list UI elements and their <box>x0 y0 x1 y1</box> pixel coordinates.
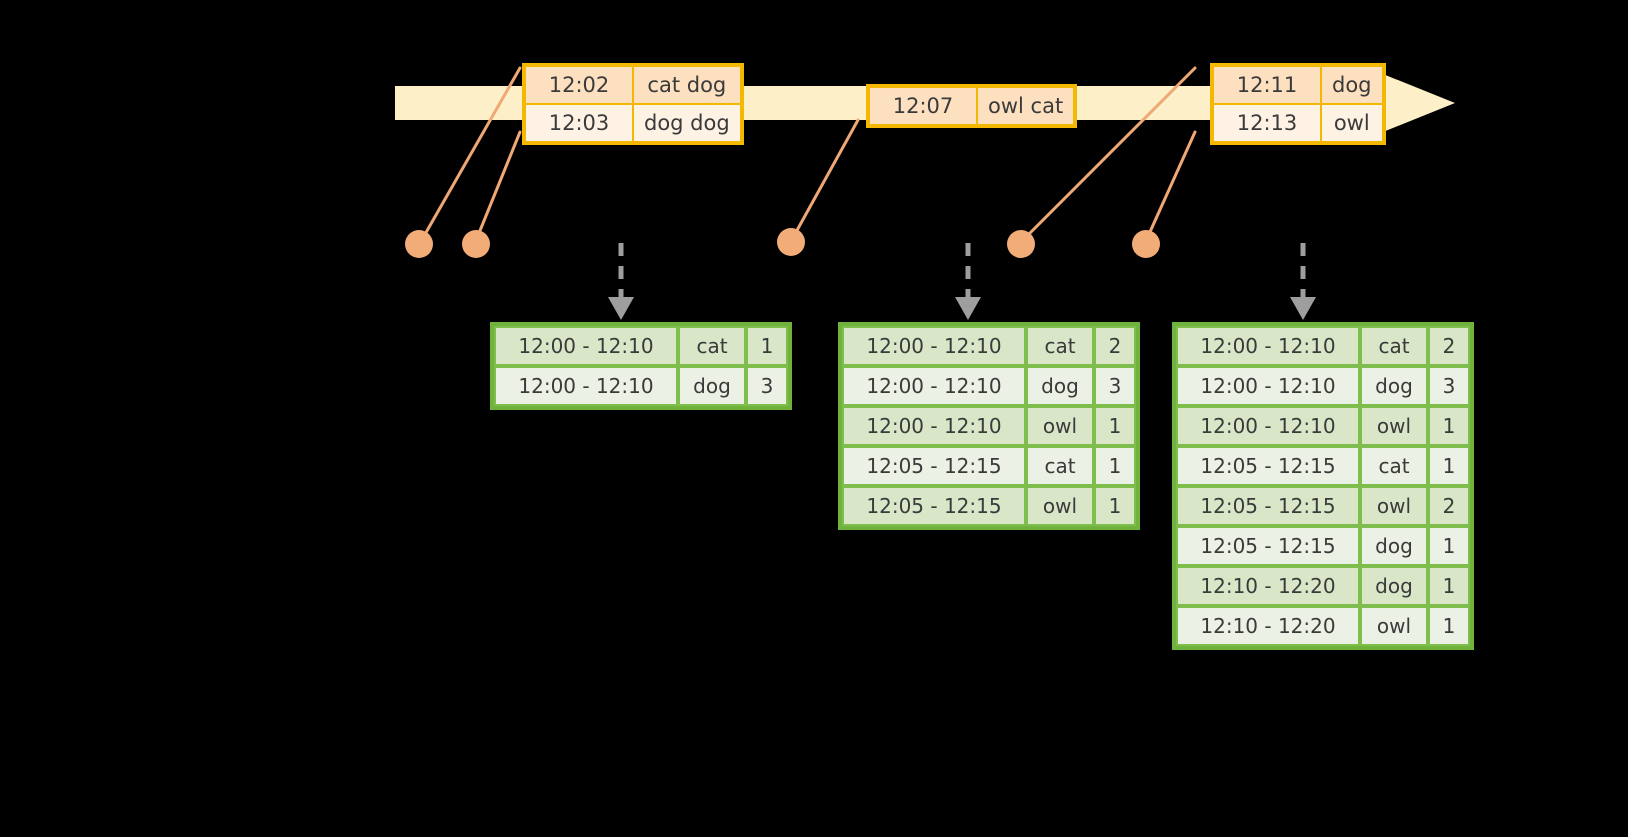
cell-word: cat <box>678 326 746 366</box>
cell-window: 12:00 - 12:10 <box>842 366 1026 406</box>
event-row: 12:07 owl cat <box>869 87 1075 126</box>
cell-word: dog <box>1360 526 1428 566</box>
cell-count: 2 <box>1428 326 1470 366</box>
cell-word: owl <box>1026 406 1094 446</box>
cell-word: dog <box>1360 566 1428 606</box>
connector-line-5 <box>1143 130 1197 245</box>
stage-arrows <box>618 243 1306 300</box>
event-row: 12:11 dog <box>1213 66 1383 105</box>
cell-word: dog <box>1360 366 1428 406</box>
event-time: 12:07 <box>869 87 977 126</box>
cell-word: cat <box>1026 326 1094 366</box>
cell-window: 12:00 - 12:10 <box>1176 406 1360 446</box>
cell-window: 12:05 - 12:15 <box>1176 486 1360 526</box>
event-time: 12:02 <box>525 66 633 105</box>
cell-count: 3 <box>1428 366 1470 406</box>
event-time: 12:13 <box>1213 104 1321 143</box>
cell-window: 12:00 - 12:10 <box>842 406 1026 446</box>
cell-window: 12:00 - 12:10 <box>1176 326 1360 366</box>
cell-window: 12:05 - 12:15 <box>842 446 1026 486</box>
stage-arrow-heads <box>608 297 1316 320</box>
cell-window: 12:05 - 12:15 <box>1176 446 1360 486</box>
cell-count: 1 <box>1094 406 1136 446</box>
cell-count: 1 <box>1428 606 1470 646</box>
cell-count: 3 <box>1094 366 1136 406</box>
cell-window: 12:00 - 12:10 <box>494 366 678 406</box>
cell-count: 1 <box>1428 566 1470 606</box>
event-row: 12:13 owl <box>1213 104 1383 143</box>
cell-count: 2 <box>1094 326 1136 366</box>
event-dot-3 <box>777 228 805 256</box>
event-box-group-2: 12:07 owl cat <box>866 84 1078 129</box>
cell-window: 12:05 - 12:15 <box>1176 526 1360 566</box>
event-dot-5 <box>1132 230 1160 258</box>
cell-count: 1 <box>1094 446 1136 486</box>
event-words: owl cat <box>977 87 1075 126</box>
cell-word: owl <box>1360 406 1428 446</box>
event-row: 12:02 cat dog <box>525 66 741 105</box>
event-time: 12:03 <box>525 104 633 143</box>
cell-window: 12:00 - 12:10 <box>842 326 1026 366</box>
cell-window: 12:00 - 12:10 <box>494 326 678 366</box>
cell-window: 12:10 - 12:20 <box>1176 606 1360 646</box>
cell-count: 1 <box>1428 526 1470 566</box>
cell-window: 12:05 - 12:15 <box>842 486 1026 526</box>
event-box-group-1: 12:02 cat dog 12:03 dog dog <box>522 63 744 146</box>
cell-window: 12:00 - 12:10 <box>1176 366 1360 406</box>
event-dot-1 <box>405 230 433 258</box>
event-time: 12:11 <box>1213 66 1321 105</box>
cell-count: 1 <box>746 326 788 366</box>
event-dots <box>405 228 1160 258</box>
cell-count: 1 <box>1094 486 1136 526</box>
event-dot-2 <box>462 230 490 258</box>
cell-word: dog <box>678 366 746 406</box>
stage-arrowhead-2 <box>955 297 981 320</box>
connector-line-3 <box>788 118 860 245</box>
event-words: owl <box>1321 104 1383 143</box>
stage-arrowhead-3 <box>1290 297 1316 320</box>
cell-word: dog <box>1026 366 1094 406</box>
cell-word: cat <box>1360 446 1428 486</box>
cell-count: 2 <box>1428 486 1470 526</box>
cell-window: 12:10 - 12:20 <box>1176 566 1360 606</box>
cell-word: cat <box>1026 446 1094 486</box>
cell-count: 1 <box>1428 446 1470 486</box>
event-words: cat dog <box>633 66 741 105</box>
event-row: 12:03 dog dog <box>525 104 741 143</box>
cell-word: owl <box>1360 486 1428 526</box>
connector-line-1 <box>418 66 522 245</box>
cell-word: owl <box>1026 486 1094 526</box>
cell-word: cat <box>1360 326 1428 366</box>
cell-count: 1 <box>1428 406 1470 446</box>
event-dot-4 <box>1007 230 1035 258</box>
cell-word: owl <box>1360 606 1428 646</box>
event-box-group-3: 12:11 dog 12:13 owl <box>1210 63 1386 146</box>
stage-arrowhead-1 <box>608 297 634 320</box>
event-words: dog dog <box>633 104 741 143</box>
cell-count: 3 <box>746 366 788 406</box>
event-words: dog <box>1321 66 1383 105</box>
connector-line-2 <box>473 130 522 245</box>
